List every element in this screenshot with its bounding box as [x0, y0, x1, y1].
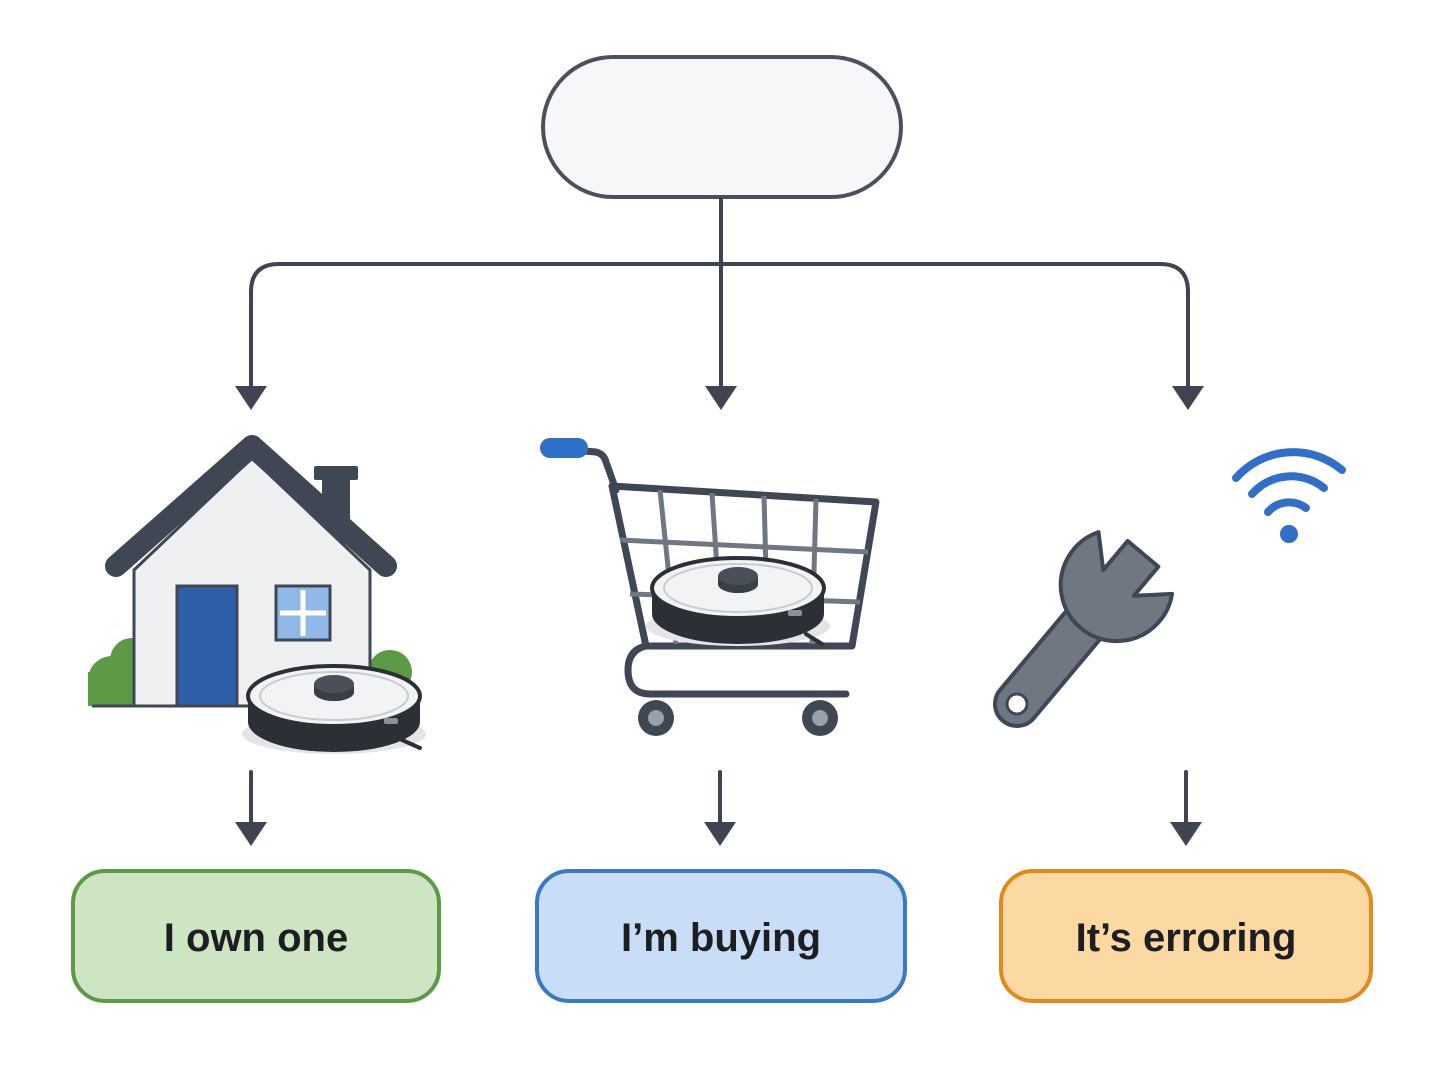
house-with-robot-vacuum-icon	[88, 435, 428, 756]
outcome-node-buying: I’m buying	[535, 869, 907, 1003]
wifi-icon	[1232, 448, 1346, 516]
root-node	[541, 55, 903, 199]
outcome-node-own: I own one	[71, 869, 441, 1003]
connector-root-right	[719, 262, 1190, 392]
arrowhead-to-erroring	[1172, 386, 1204, 410]
arrowhead-to-own	[235, 386, 267, 410]
root-node-shape	[541, 55, 903, 199]
icon-connectors	[249, 770, 1188, 828]
outcome-label-buying: I’m buying	[621, 916, 821, 960]
connector-root-left	[249, 262, 723, 392]
root-arrowheads	[235, 386, 1204, 410]
icon-arrowheads	[235, 822, 1202, 846]
outcome-box-erroring	[999, 869, 1373, 1003]
shopping-cart-with-robot-vacuum-icon	[540, 438, 880, 736]
outcome-node-erroring: It’s erroring	[999, 869, 1373, 1003]
arrowhead-to-buying	[705, 386, 737, 410]
arrowhead-erroring-label	[1170, 822, 1202, 846]
arrowhead-own-label	[235, 822, 267, 846]
root-connectors	[249, 197, 1190, 392]
wrench-with-wifi-icon	[993, 448, 1346, 728]
cart-handle-grip	[540, 438, 588, 458]
arrowhead-buying-label	[704, 822, 736, 846]
outcome-label-own: I own one	[164, 916, 348, 960]
outcome-box-buying	[535, 869, 907, 1003]
outcome-box-own	[71, 869, 441, 1003]
outcome-label-erroring: It’s erroring	[1076, 916, 1297, 960]
